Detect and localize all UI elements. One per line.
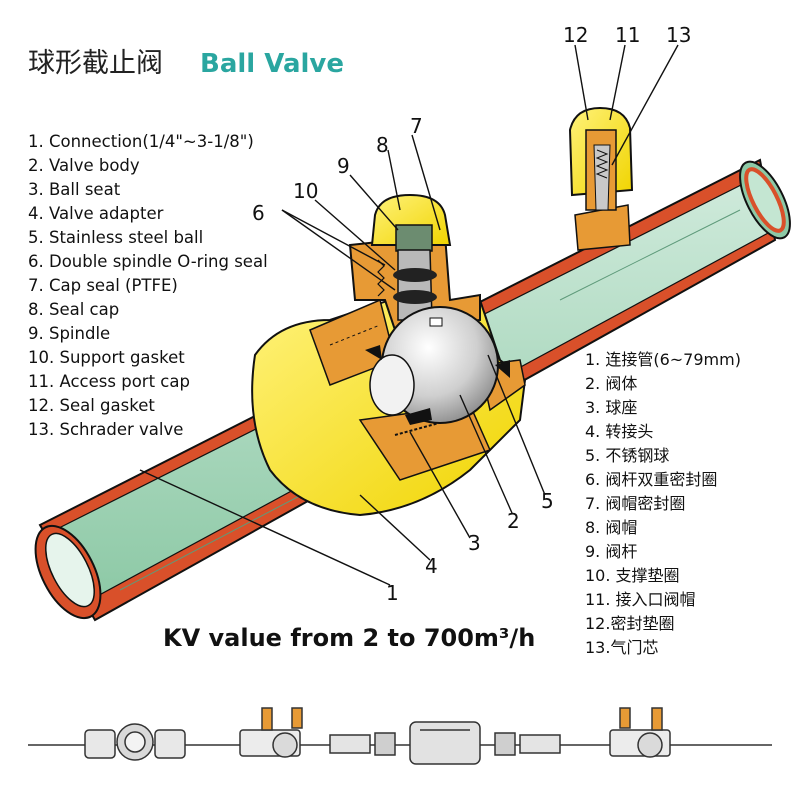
callout-9: 9: [337, 154, 350, 178]
kv-value-text: KV value from 2 to 700m³/h: [163, 624, 535, 652]
legend-cn-item: 10. 支撑垫圈: [585, 566, 680, 585]
legend-cn-item: 12.密封垫圈: [585, 614, 674, 633]
access-port: [568, 106, 634, 251]
callout-7: 7: [410, 114, 423, 138]
legend-english: 1. Connection(1/4"~3-1/8") 2. Valve body…: [28, 132, 268, 439]
legend-en-item: 2. Valve body: [28, 156, 140, 175]
legend-en-item: 10. Support gasket: [28, 348, 185, 367]
callout-10: 10: [293, 179, 318, 203]
callout-4: 4: [425, 554, 438, 578]
title: 球形截止阀 Ball Valve: [28, 48, 344, 79]
system-schematic: [28, 707, 772, 765]
bonnet-assembly: [348, 193, 481, 332]
callout-numbers: 1 2 3 4 5 6 7 8 9 10 11 12 13: [252, 23, 691, 605]
sight-glass-icon: [84, 723, 186, 761]
callout-8: 8: [376, 133, 389, 157]
legend-en-item: 11. Access port cap: [28, 372, 190, 391]
callout-13: 13: [666, 23, 691, 47]
filter-drier-icon: [409, 721, 481, 765]
leader-lines: [139, 44, 679, 586]
legend-en-item: 13. Schrader valve: [28, 420, 183, 439]
legend-cn-item: 9. 阀杆: [585, 542, 637, 561]
title-chinese: 球形截止阀: [28, 48, 163, 79]
legend-cn-item: 13.气门芯: [585, 638, 658, 657]
callout-2: 2: [507, 509, 520, 533]
legend-en-item: 9. Spindle: [28, 324, 110, 343]
callout-6: 6: [252, 201, 265, 225]
legend-en-item: 5. Stainless steel ball: [28, 228, 203, 247]
callout-12: 12: [563, 23, 588, 47]
callout-11: 11: [615, 23, 640, 47]
legend-cn-item: 3. 球座: [585, 398, 637, 417]
legend-en-item: 7. Cap seal (PTFE): [28, 276, 178, 295]
callout-1: 1: [386, 581, 399, 605]
legend-cn-item: 6. 阀杆双重密封圈: [585, 470, 717, 489]
legend-cn-item: 8. 阀帽: [585, 518, 637, 537]
legend-en-item: 4. Valve adapter: [28, 204, 164, 223]
stainless-steel-ball: [365, 306, 510, 425]
legend-en-item: 6. Double spindle O-ring seal: [28, 252, 268, 271]
legend-cn-item: 11. 接入口阀帽: [585, 590, 696, 609]
legend-cn-item: 1. 连接管(6~79mm): [585, 350, 741, 369]
ball-valve-icon: [609, 707, 671, 758]
legend-cn-item: 4. 转接头: [585, 422, 653, 441]
legend-en-item: 1. Connection(1/4"~3-1/8"): [28, 132, 254, 151]
legend-cn-item: 2. 阀体: [585, 374, 637, 393]
legend-en-item: 8. Seal cap: [28, 300, 119, 319]
legend-cn-item: 5. 不锈钢球: [585, 446, 669, 465]
legend-cn-item: 7. 阀帽密封圈: [585, 494, 685, 513]
callout-5: 5: [541, 489, 554, 513]
legend-en-item: 3. Ball seat: [28, 180, 121, 199]
title-english: Ball Valve: [200, 49, 344, 79]
callout-3: 3: [468, 531, 481, 555]
legend-en-item: 12. Seal gasket: [28, 396, 155, 415]
legend-chinese: 1. 连接管(6~79mm) 2. 阀体 3. 球座 4. 转接头 5. 不锈钢…: [585, 350, 741, 657]
ball-valve-icon: [239, 707, 303, 758]
